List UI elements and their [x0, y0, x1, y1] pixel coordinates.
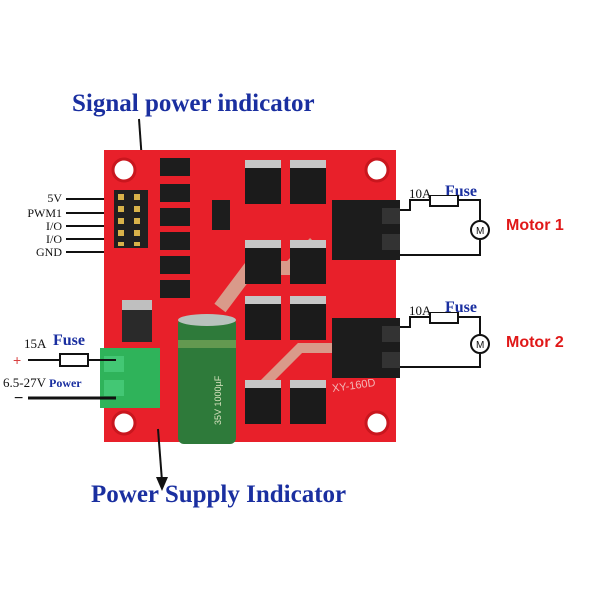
pin-label-io-1: I/O: [46, 219, 62, 233]
power-fuse-rating: 15A: [24, 336, 47, 351]
motor1-fuse-rating: 10A: [409, 186, 432, 201]
motor2-wiring: M: [400, 312, 490, 368]
pin-label-pwm1: PWM1: [27, 206, 62, 220]
motor1-wiring: M: [400, 195, 490, 256]
power-fuse-label: Fuse: [53, 332, 85, 349]
pin-label-io-2: I/O: [46, 232, 62, 246]
power-indicator-arrow: [156, 428, 168, 491]
header-pin-labels: 5V PWM1 I/O I/O GND: [2, 191, 64, 259]
voltage-word: Power: [48, 376, 82, 390]
power-supply-indicator-label: Power Supply Indicator: [91, 481, 347, 508]
minus-symbol: −: [14, 390, 24, 407]
motor1-icon: [470, 220, 490, 240]
motor2-label: Motor 2: [506, 334, 564, 351]
header-pin-lines: [66, 198, 110, 253]
motor1-label: Motor 1: [506, 217, 564, 234]
signal-indicator-label: Signal power indicator: [72, 90, 315, 117]
capacitor-text: 35V 1000µF: [213, 375, 223, 425]
pin-label-gnd: GND: [36, 245, 62, 259]
motor2-fuse-rating: 10A: [409, 303, 432, 318]
pin-label-5v: 5V: [47, 191, 62, 205]
motor2-icon: [470, 334, 490, 354]
plus-symbol: +: [13, 352, 22, 368]
pcb-board: [100, 150, 400, 444]
voltage-range: 6.5-27V Power: [3, 375, 82, 391]
voltage-value: 6.5-27V: [3, 375, 46, 390]
power-wiring: [28, 353, 116, 400]
svg-text:M: M: [476, 340, 484, 351]
svg-text:M: M: [476, 226, 484, 237]
